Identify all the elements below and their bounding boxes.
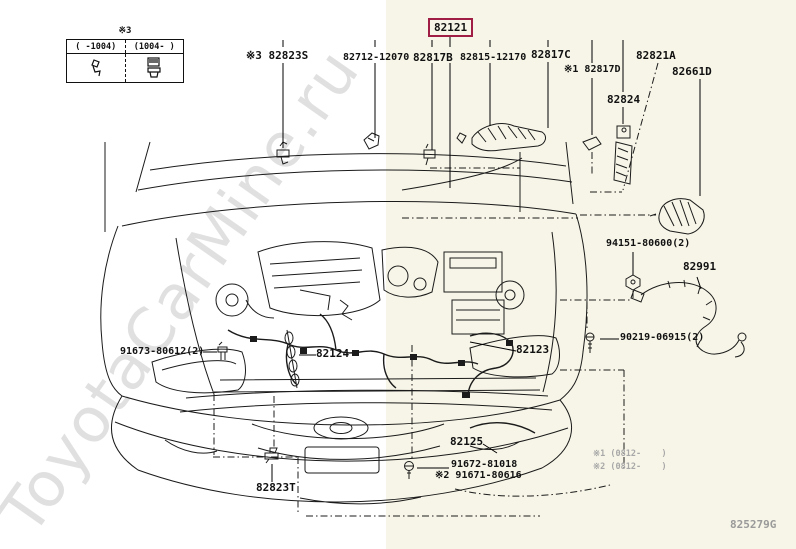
screw-icon-90219 — [585, 332, 595, 353]
part-label-82123[interactable]: 82123 — [516, 343, 550, 356]
footnote-1: ※1 (0812- ) — [593, 449, 667, 459]
part-label-82815-12170[interactable]: 82815-12170 — [460, 52, 527, 63]
part-label-82817C[interactable]: 82817C — [531, 48, 571, 61]
junction-block-icon-82661D — [649, 198, 705, 235]
part-label-82817B[interactable]: 82817B — [413, 51, 453, 64]
car-body-outline — [100, 141, 588, 505]
harness-connectors — [250, 336, 513, 398]
variant-table-caption: ※3 — [118, 26, 132, 36]
variant-col2-header: (1004- ) — [133, 41, 175, 52]
selected-part-callout[interactable]: 82121 — [428, 18, 474, 37]
variant-col1-header: ( -1004) — [67, 40, 126, 53]
part-label-91671-80616[interactable]: ※2 91671-80616 — [435, 470, 522, 481]
clip-icon-82823T — [264, 447, 279, 464]
protector-bracket-icon-82815 — [456, 123, 546, 152]
harness-chain-82124 — [284, 329, 300, 389]
part-label-82824[interactable]: 82824 — [607, 93, 641, 106]
part-label-82125[interactable]: 82125 — [450, 435, 484, 448]
bracket-icon-82824 — [613, 125, 633, 185]
wire-harness — [227, 313, 536, 434]
part-label-82661D[interactable]: 82661D — [672, 65, 712, 78]
cable-82991-art — [630, 279, 747, 358]
engine-bay-details — [213, 241, 541, 393]
variant-table: ※3 ( -1004) (1004- ) — [66, 26, 184, 83]
part-label-82817D[interactable]: ※1 82817D — [564, 64, 621, 75]
part-label-82712-12070[interactable]: 82712-12070 — [343, 52, 410, 63]
clip-fastener-icon — [67, 54, 126, 82]
grommet-fastener-icon — [126, 54, 184, 82]
paper-tint-band — [386, 0, 796, 549]
part-label-94151-80600[interactable]: 94151-80600(2) — [606, 238, 691, 249]
screw-icon-91672 — [404, 461, 414, 479]
bracket-icon-82817D — [582, 136, 602, 151]
phantom-reference-lines — [213, 62, 659, 517]
bolt-icon-91673 — [217, 341, 228, 360]
part-label-91673-80612[interactable]: 91673-80612(2) — [120, 346, 205, 357]
part-label-82823T[interactable]: 82823T — [256, 481, 296, 494]
fastener-and-bracket-icons — [217, 123, 747, 479]
diagram-code: 825279G — [730, 518, 777, 531]
bracket-icon-82712 — [363, 132, 380, 150]
part-label-82991[interactable]: 82991 — [683, 260, 717, 273]
part-label-90219-06915[interactable]: 90219-06915(2) — [620, 332, 705, 343]
part-label-82823S[interactable]: ※3 82823S — [246, 49, 309, 62]
part-label-82124[interactable]: 82124 — [316, 347, 350, 360]
part-label-91672-81018[interactable]: 91672-81018 — [451, 459, 518, 470]
leader-lines — [203, 36, 702, 482]
nut-icon-94151 — [625, 274, 641, 291]
part-label-82821A[interactable]: 82821A — [636, 49, 676, 62]
clamp-icon-82817B — [423, 143, 436, 166]
footnote-2: ※2 (0812- ) — [593, 462, 667, 472]
